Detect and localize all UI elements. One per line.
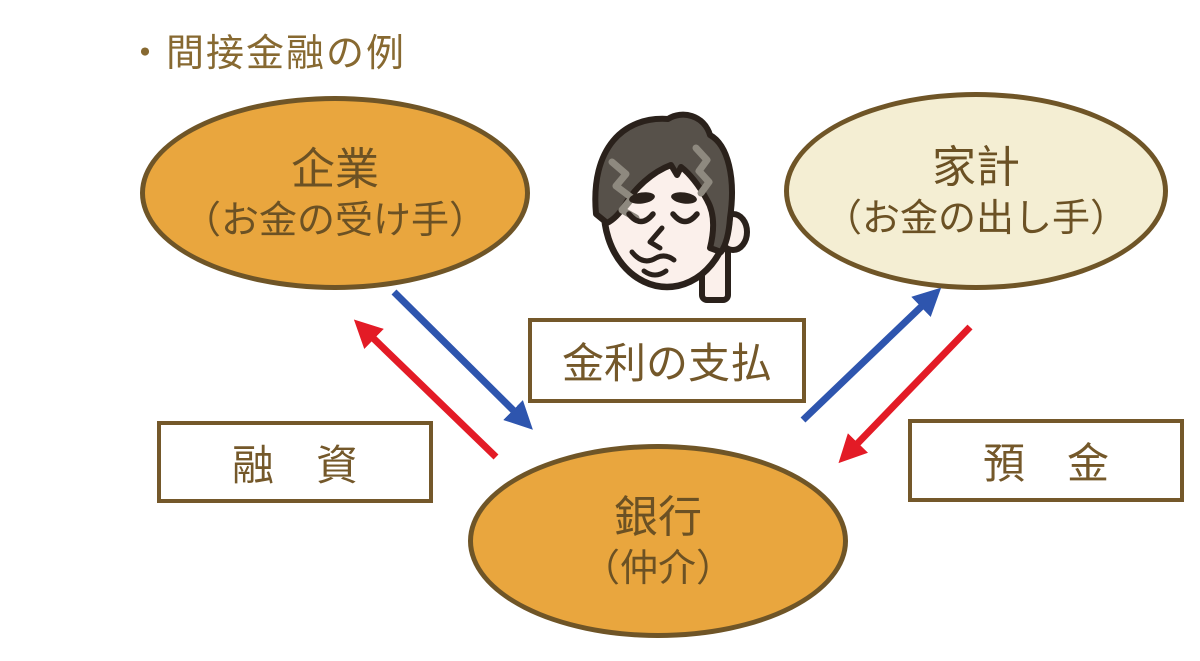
label-interest-payment: 金利の支払 — [528, 318, 806, 403]
label-deposit-text: 預 金 — [982, 439, 1109, 488]
node-company-name: 企業 — [291, 143, 379, 195]
label-interest-payment-text: 金利の支払 — [561, 339, 772, 388]
arrow-company-to-bank — [391, 289, 533, 430]
node-bank-name: 銀行 — [614, 491, 702, 543]
node-household-name: 家計 — [932, 141, 1020, 193]
arrow-bank-to-household — [800, 287, 942, 423]
node-household: 家計 （お金の出し手） — [784, 92, 1168, 290]
node-bank-role: （仲介） — [581, 545, 734, 590]
label-loan: 融 資 — [157, 421, 433, 503]
label-deposit: 預 金 — [908, 419, 1184, 502]
node-company-role: （お金の受け手） — [182, 197, 487, 242]
label-loan-text: 融 資 — [231, 440, 358, 490]
node-household-role: （お金の出し手） — [823, 195, 1128, 240]
person-face-icon — [592, 111, 750, 303]
node-company: 企業 （お金の受け手） — [140, 96, 530, 290]
node-bank: 銀行 （仲介） — [468, 444, 848, 638]
diagram-title: ・間接金融の例 — [126, 31, 407, 75]
